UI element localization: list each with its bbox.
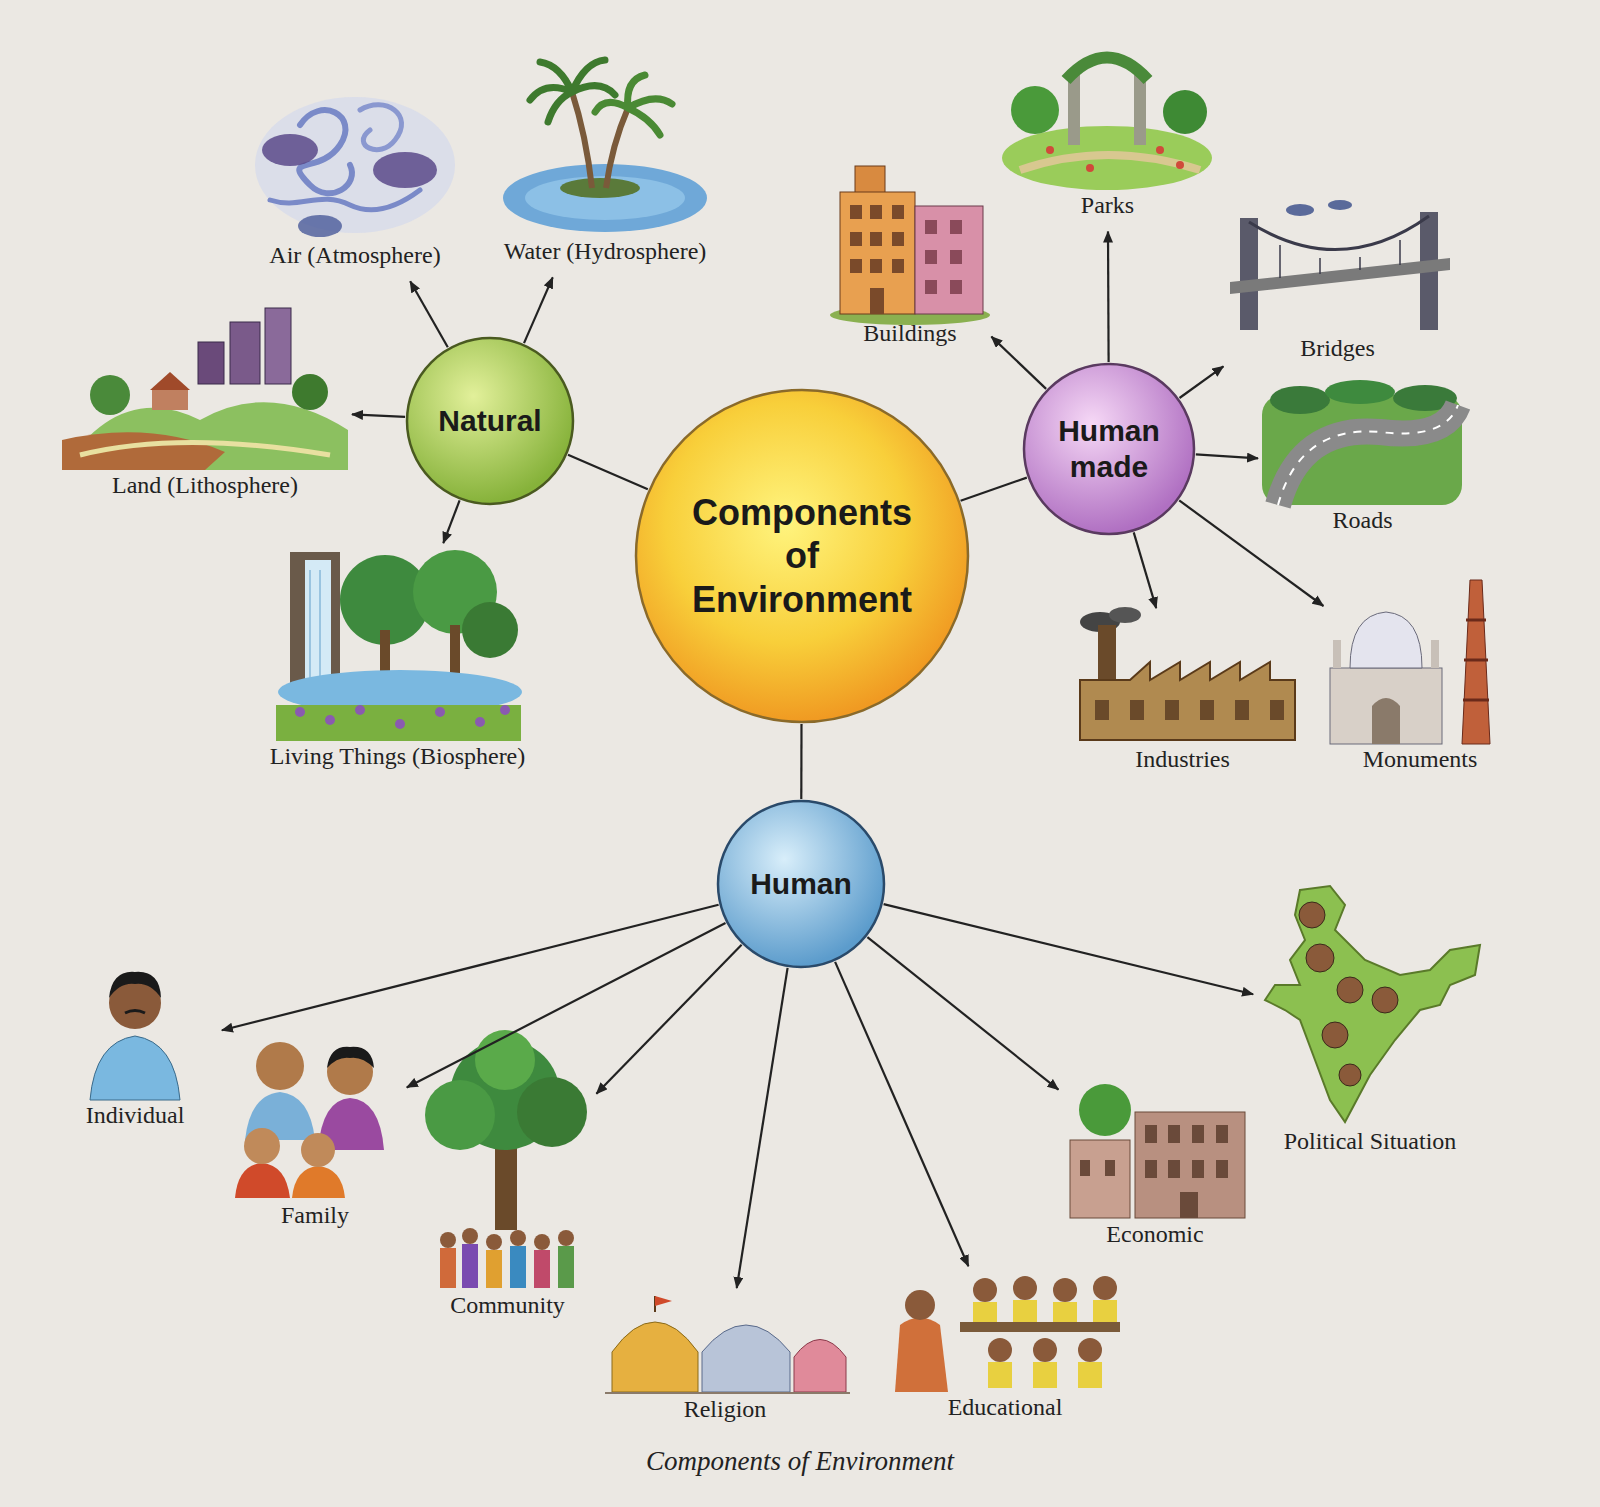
- arrow-connector: [835, 962, 968, 1266]
- item-label: Economic: [1106, 1221, 1203, 1249]
- illustrated-item: Buildings: [830, 160, 990, 358]
- circle-label: Components of Environment: [671, 491, 933, 621]
- connector-line: [800, 724, 802, 799]
- illustrated-item: Bridges: [1225, 195, 1450, 373]
- item-label: Buildings: [863, 320, 956, 348]
- buildings-illustration: [830, 166, 990, 325]
- item-label: Monuments: [1363, 746, 1478, 774]
- illustrated-item: Community: [420, 1040, 595, 1330]
- item-label: Land (Lithosphere): [112, 472, 298, 500]
- arrow-connector: [884, 904, 1254, 994]
- illustrated-item: Political Situation: [1255, 880, 1485, 1166]
- circle-label: Human: [750, 866, 852, 902]
- item-label: Air (Atmosphere): [269, 242, 440, 270]
- air-illustration: [255, 97, 455, 237]
- illustrated-item: Air (Atmosphere): [250, 90, 460, 280]
- item-label: Living Things (Biosphere): [270, 743, 526, 771]
- arrow-connector: [1107, 232, 1110, 362]
- educational-illustration: [895, 1276, 1120, 1392]
- category-circle: Human made: [1022, 362, 1196, 536]
- illustrated-item: Educational: [880, 1268, 1130, 1432]
- arrow-connector: [1179, 500, 1323, 606]
- arrow-connector: [1134, 532, 1157, 608]
- item-label: Religion: [684, 1396, 767, 1424]
- center-circle: Components of Environment: [634, 388, 970, 724]
- circle-label: Human made: [1040, 413, 1179, 485]
- arrow-connector: [1180, 366, 1224, 398]
- parks-illustration: [1002, 58, 1212, 191]
- illustrated-item: Land (Lithosphere): [60, 305, 350, 510]
- land-illustration: [62, 308, 348, 470]
- connector-line: [961, 478, 1027, 501]
- illustrated-item: Economic: [1060, 1075, 1250, 1259]
- arrow-connector: [737, 968, 788, 1288]
- arrow-connector: [443, 500, 459, 543]
- figure-caption: Components of Environment: [0, 1446, 1600, 1477]
- industries-illustration: [1080, 607, 1295, 740]
- item-label: Industries: [1135, 746, 1230, 774]
- illustrated-item: Living Things (Biosphere): [266, 545, 529, 781]
- circle-label: Natural: [438, 403, 541, 439]
- arrow-connector: [991, 337, 1046, 389]
- category-circle: Human: [716, 799, 886, 969]
- category-circle: Natural: [405, 336, 575, 506]
- item-label: Bridges: [1300, 335, 1375, 363]
- item-label: Individual: [86, 1102, 185, 1130]
- arrow-connector: [407, 923, 726, 1087]
- illustrated-item: Industries: [1060, 610, 1305, 784]
- circle-outline: [1022, 362, 1196, 536]
- religion-illustration: [605, 1296, 850, 1393]
- arrow-connector: [1196, 454, 1258, 458]
- water-illustration: [503, 60, 707, 232]
- arrow-connector: [352, 414, 405, 417]
- economic-illustration: [1070, 1084, 1245, 1218]
- illustrated-item: Individual: [50, 965, 220, 1140]
- political-map-illustration: [1265, 886, 1480, 1122]
- illustrated-item: Monuments: [1325, 570, 1515, 784]
- individual-illustration: [90, 972, 180, 1100]
- illustrated-item: Family: [225, 1030, 405, 1240]
- arrow-connector: [410, 281, 448, 347]
- connector-line: [568, 455, 648, 490]
- illustrated-item: Water (Hydrosphere): [500, 40, 710, 276]
- item-label: Roads: [1333, 507, 1393, 535]
- item-label: Parks: [1081, 192, 1134, 220]
- monuments-illustration: [1330, 580, 1490, 744]
- item-label: Water (Hydrosphere): [504, 238, 707, 266]
- community-illustration: [425, 1030, 587, 1288]
- roads-illustration: [1262, 380, 1462, 505]
- living-things-illustration: [276, 550, 522, 741]
- illustrated-item: Parks: [1000, 40, 1215, 230]
- bridges-illustration: [1230, 200, 1450, 330]
- arrow-connector: [524, 277, 553, 343]
- item-label: Family: [281, 1202, 349, 1230]
- item-label: Political Situation: [1284, 1128, 1457, 1156]
- arrow-connector: [222, 905, 719, 1031]
- item-label: Educational: [948, 1394, 1063, 1422]
- arrow-connector: [867, 937, 1058, 1090]
- illustrated-item: Roads: [1260, 385, 1465, 545]
- arrow-connector: [596, 945, 741, 1094]
- illustrated-item: Religion: [600, 1290, 850, 1434]
- family-illustration: [235, 1042, 384, 1198]
- item-label: Community: [450, 1292, 565, 1320]
